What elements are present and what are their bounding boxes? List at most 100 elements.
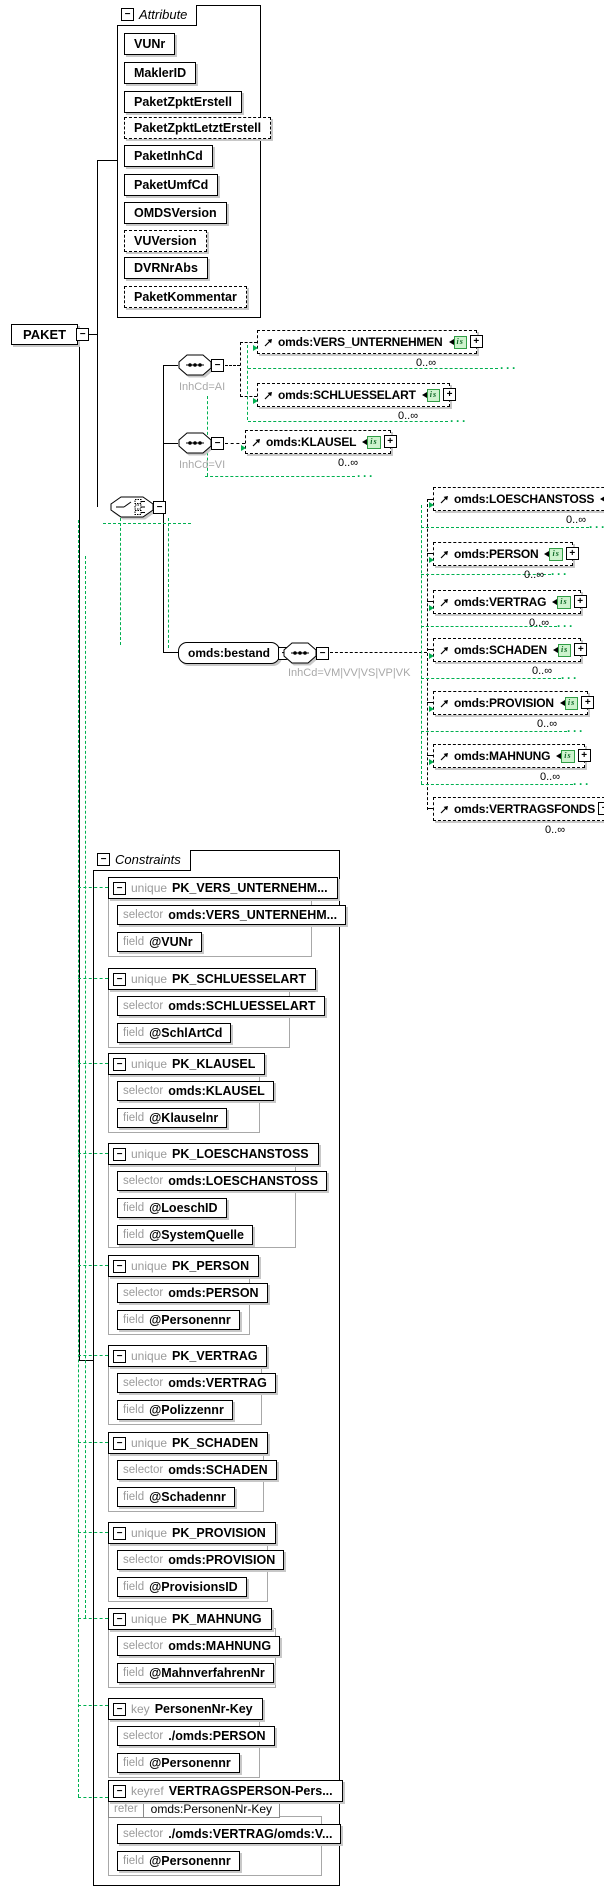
- selector-keyword: selector: [123, 1000, 164, 1012]
- constraint-field-row[interactable]: field@ProvisionsID: [117, 1577, 247, 1597]
- element-omds-KLAUSEL[interactable]: omds:KLAUSEL is +: [241, 430, 397, 454]
- element-omds-SCHADEN[interactable]: omds:SCHADEN is +: [429, 638, 588, 662]
- sequence-compositor-bestand[interactable]: −: [283, 642, 329, 664]
- constraint-header[interactable]: − keyref VERTRAGSPERSON-Pers...: [108, 1780, 343, 1802]
- constraint-header[interactable]: − unique PK_SCHLUESSELART: [108, 968, 317, 990]
- expand-icon[interactable]: +: [565, 547, 579, 560]
- constraint-field-row[interactable]: field@Klauselnr: [117, 1108, 228, 1128]
- attribute-PaketZpktErstell[interactable]: PaketZpktErstell: [124, 91, 242, 113]
- attribute-MaklerID[interactable]: MaklerID: [124, 62, 197, 84]
- expand-icon[interactable]: +: [598, 802, 604, 815]
- expand-icon[interactable]: +: [577, 749, 591, 762]
- collapse-icon[interactable]: −: [211, 436, 224, 450]
- selector-value: omds:PERSON: [168, 1286, 259, 1300]
- constraint-header[interactable]: − unique PK_KLAUSEL: [108, 1053, 266, 1075]
- constraint-header[interactable]: − unique PK_VERS_UNTERNEHM...: [108, 877, 338, 899]
- element-omds-VERS_UNTERNEHMEN[interactable]: omds:VERS_UNTERNEHMEN is +: [253, 330, 483, 354]
- sequence-compositor-AI[interactable]: −: [178, 354, 224, 376]
- constraint-selector-row[interactable]: selector./omds:VERTRAG/omds:V...: [117, 1824, 342, 1844]
- collapse-icon[interactable]: −: [113, 1057, 126, 1071]
- attribute-PaketZpktLetztErstell[interactable]: PaketZpktLetztErstell: [124, 117, 272, 139]
- constraint-selector-row[interactable]: selector./omds:PERSON: [117, 1726, 275, 1746]
- collapse-icon[interactable]: −: [113, 1436, 126, 1450]
- collapse-icon[interactable]: −: [113, 1259, 126, 1273]
- element-PAKET[interactable]: PAKET −: [11, 324, 90, 345]
- collapse-icon[interactable]: −: [153, 500, 166, 514]
- element-label: omds:KLAUSEL: [266, 435, 357, 449]
- constraint-field-row[interactable]: field@VUNr: [117, 932, 202, 952]
- element-omds-LOESCHANSTOSS[interactable]: omds:LOESCHANSTOSS is +: [429, 487, 604, 511]
- constraint-field-row[interactable]: field@MahnverfahrenNr: [117, 1663, 274, 1683]
- expand-icon[interactable]: +: [443, 388, 457, 401]
- continuation-dots: ···: [357, 469, 375, 483]
- element-omds-PROVISION[interactable]: omds:PROVISION is +: [429, 691, 595, 715]
- constraint-field-row[interactable]: field@Personennr: [117, 1310, 240, 1330]
- attribute-label: PaketUmfCd: [134, 178, 209, 192]
- collapse-icon[interactable]: −: [97, 853, 110, 866]
- sequence-icon[interactable]: [178, 432, 212, 454]
- constraint-field-row[interactable]: field@SchlArtCd: [117, 1023, 232, 1043]
- constraint-field-row[interactable]: field@Personennr: [117, 1753, 240, 1773]
- constraint-header[interactable]: − unique PK_LOESCHANSTOSS: [108, 1143, 319, 1165]
- sequence-compositor-VI[interactable]: −: [178, 432, 224, 454]
- collapse-icon[interactable]: −: [113, 1612, 126, 1626]
- attribute-VUNr[interactable]: VUNr: [124, 33, 176, 55]
- attribute-PaketUmfCd[interactable]: PaketUmfCd: [124, 174, 219, 196]
- constraint-header[interactable]: − key PersonenNr-Key: [108, 1698, 263, 1720]
- expand-icon[interactable]: +: [581, 696, 595, 709]
- collapse-icon[interactable]: −: [113, 1784, 126, 1798]
- attribute-DVRNrAbs[interactable]: DVRNrAbs: [124, 257, 208, 279]
- constraint-field-row[interactable]: field@SystemQuelle: [117, 1225, 253, 1245]
- attribute-PaketInhCd[interactable]: PaketInhCd: [124, 145, 213, 167]
- constraint-field-row[interactable]: field@LoeschID: [117, 1198, 227, 1218]
- attribute-OMDSVersion[interactable]: OMDSVersion: [124, 202, 227, 224]
- collapse-icon[interactable]: −: [113, 1526, 126, 1540]
- attribute-label: OMDSVersion: [134, 206, 217, 220]
- collapse-icon[interactable]: −: [113, 1349, 126, 1363]
- collapse-icon[interactable]: −: [113, 1147, 126, 1161]
- element-omds-VERTRAGSFONDS[interactable]: omds:VERTRAGSFONDS +: [433, 797, 604, 821]
- constraint-refer-row[interactable]: refer omds:PersonenNr-Key: [108, 1800, 281, 1818]
- attribute-VUVersion[interactable]: VUVersion: [124, 230, 207, 252]
- constraint-header[interactable]: − unique PK_PERSON: [108, 1255, 260, 1277]
- sequence-icon[interactable]: [283, 642, 317, 664]
- constraint-header[interactable]: − unique PK_SCHADEN: [108, 1432, 269, 1454]
- expand-icon[interactable]: +: [574, 643, 588, 656]
- element-label: omds:VERTRAG: [454, 595, 547, 609]
- choice-compositor[interactable]: −: [110, 496, 166, 518]
- collapse-icon[interactable]: −: [316, 646, 329, 660]
- sequence-icon[interactable]: [178, 354, 212, 376]
- constraint-field-row[interactable]: field@Schadennr: [117, 1487, 235, 1507]
- collapse-icon[interactable]: −: [113, 1702, 126, 1716]
- constraint-field-row[interactable]: field@Polizzennr: [117, 1400, 233, 1420]
- element-omds-VERTRAG[interactable]: omds:VERTRAG is +: [429, 590, 587, 614]
- constraint-header[interactable]: − unique PK_VERTRAG: [108, 1345, 268, 1367]
- collapse-icon[interactable]: −: [76, 328, 90, 341]
- element-omds-MAHNUNG[interactable]: omds:MAHNUNG is +: [429, 744, 591, 768]
- attribute-PaketKommentar[interactable]: PaketKommentar: [124, 286, 247, 308]
- choice-icon[interactable]: [110, 496, 154, 518]
- collapse-icon[interactable]: −: [113, 972, 126, 986]
- connector-line-dashed: [240, 396, 257, 397]
- expand-icon[interactable]: +: [573, 595, 587, 608]
- expand-icon[interactable]: +: [469, 335, 483, 348]
- collapse-icon[interactable]: −: [211, 358, 224, 372]
- element-omds-PERSON[interactable]: omds:PERSON is +: [429, 542, 579, 566]
- constraint-header[interactable]: − unique PK_PROVISION: [108, 1522, 276, 1544]
- collapse-icon[interactable]: −: [121, 8, 134, 21]
- constraint-field-row[interactable]: field@Personennr: [117, 1851, 240, 1871]
- element-omds-SCHLUESSELART[interactable]: omds:SCHLUESSELART is +: [253, 383, 457, 407]
- collapse-icon[interactable]: −: [113, 881, 126, 895]
- expand-icon[interactable]: +: [383, 435, 397, 448]
- element-omds-bestand[interactable]: omds:bestand −: [178, 642, 292, 664]
- constraint-header[interactable]: − unique PK_MAHNUNG: [108, 1608, 272, 1630]
